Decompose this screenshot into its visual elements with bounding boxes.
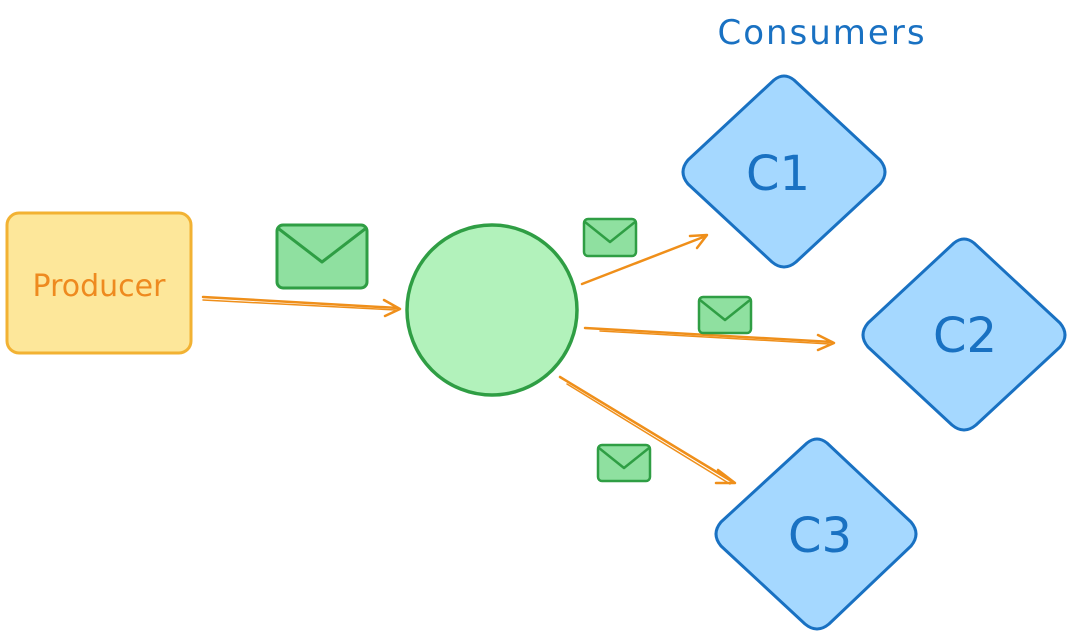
message-envelope-icon	[582, 217, 638, 258]
consumer-diamond	[714, 437, 918, 631]
consumer-c1: C1	[681, 74, 887, 269]
consumer-c2: C2	[861, 237, 1067, 432]
consumers-title: Consumers	[717, 13, 926, 53]
consumer-c3: C3	[714, 437, 918, 631]
consumer-diamond	[861, 237, 1067, 432]
message-envelope-icon	[596, 443, 652, 483]
producer-label: Producer	[33, 269, 167, 304]
arrow-exchange-to-c1	[580, 233, 709, 286]
arrow-producer-to-exchange	[201, 295, 402, 318]
consumer-diamond	[681, 74, 887, 269]
consumer-label: C1	[746, 146, 810, 202]
message-envelope-icon	[697, 295, 753, 335]
consumer-label: C3	[788, 508, 852, 564]
consumer-label: C2	[933, 308, 997, 364]
exchange-circle	[405, 223, 579, 397]
arrow-exchange-to-c2	[583, 326, 836, 352]
arrow-exchange-to-c3	[558, 375, 737, 485]
producer-box	[5, 211, 193, 355]
message-envelope-icon	[275, 223, 369, 290]
producer-node: Producer	[5, 211, 193, 355]
